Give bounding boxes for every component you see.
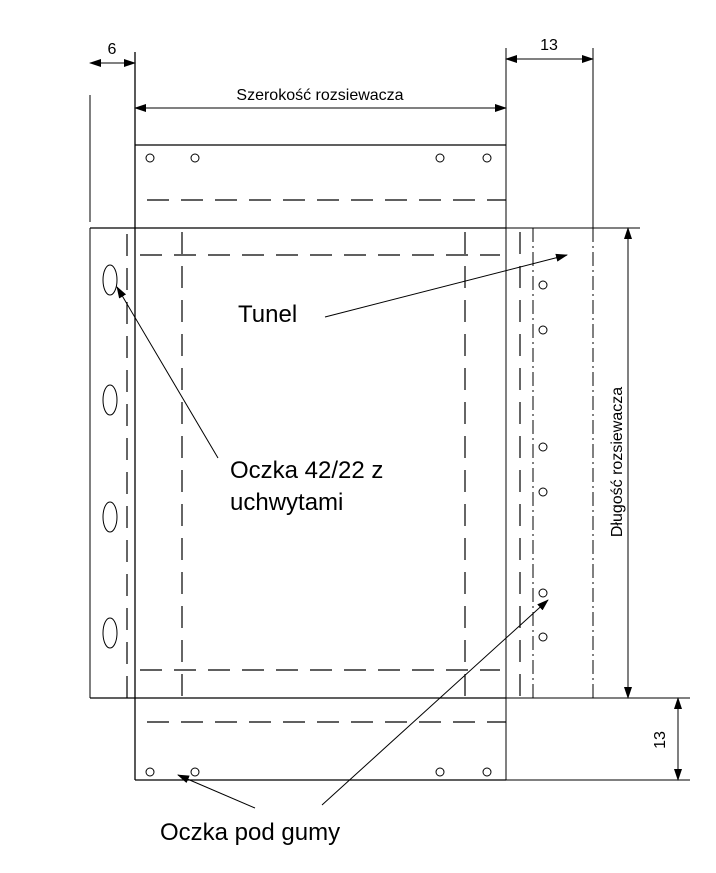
width-label: Szerokość rozsiewacza xyxy=(236,87,403,104)
eyelets-label-line2: uchwytami xyxy=(230,489,343,516)
bottom-margin-label: 13 xyxy=(652,731,669,749)
main-body xyxy=(89,227,506,699)
tunnel-arrow xyxy=(324,253,568,318)
eyelets-arrow xyxy=(116,286,219,459)
rubber-eyelets-arrow-right xyxy=(321,599,549,806)
rubber-eyelets-label: Oczka pod gumy xyxy=(160,819,340,846)
length-label: Długość rozsiewacza xyxy=(609,387,626,537)
right-margin-label: 13 xyxy=(540,37,558,54)
left-margin-label: 6 xyxy=(108,41,117,58)
tunnel xyxy=(519,228,594,699)
eyelets-42-22 xyxy=(102,264,118,649)
top-flap xyxy=(135,144,506,201)
tunnel-label: Tunel xyxy=(238,301,297,328)
rubber-eyelets-arrow-left xyxy=(177,774,256,809)
bottom-flap xyxy=(135,721,506,781)
eyelets-label-line1: Oczka 42/22 z xyxy=(230,457,383,484)
